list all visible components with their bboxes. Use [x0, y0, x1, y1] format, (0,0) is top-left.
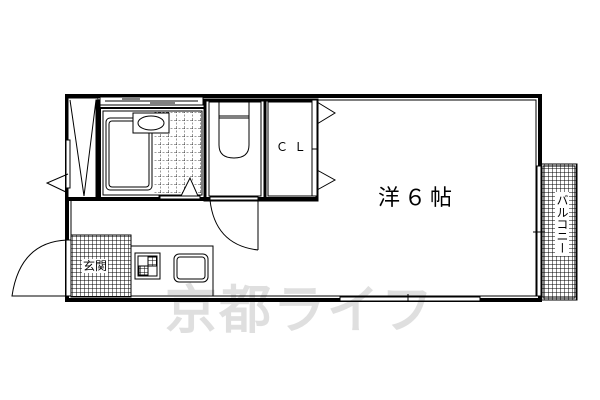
toilet — [203, 98, 267, 202]
window-left — [45, 139, 71, 194]
main-room-label: 洋６帖 — [378, 186, 457, 211]
entrance-door — [11, 239, 73, 297]
balcony-window — [533, 165, 545, 297]
interior-wall — [68, 195, 318, 201]
kitchen — [130, 245, 214, 297]
closet-label: ＣＬ — [276, 140, 313, 154]
toilet-door — [209, 199, 259, 251]
entrance-label: 玄関 — [82, 259, 109, 273]
balcony-label: バルコニー — [555, 192, 569, 256]
bathroom-window — [99, 96, 204, 106]
balcony — [540, 163, 578, 301]
bottom-window — [339, 294, 481, 302]
watermark: 京都ライフ — [165, 281, 436, 341]
entry-storage — [67, 97, 101, 199]
bathroom — [99, 107, 206, 201]
closet — [263, 98, 337, 202]
